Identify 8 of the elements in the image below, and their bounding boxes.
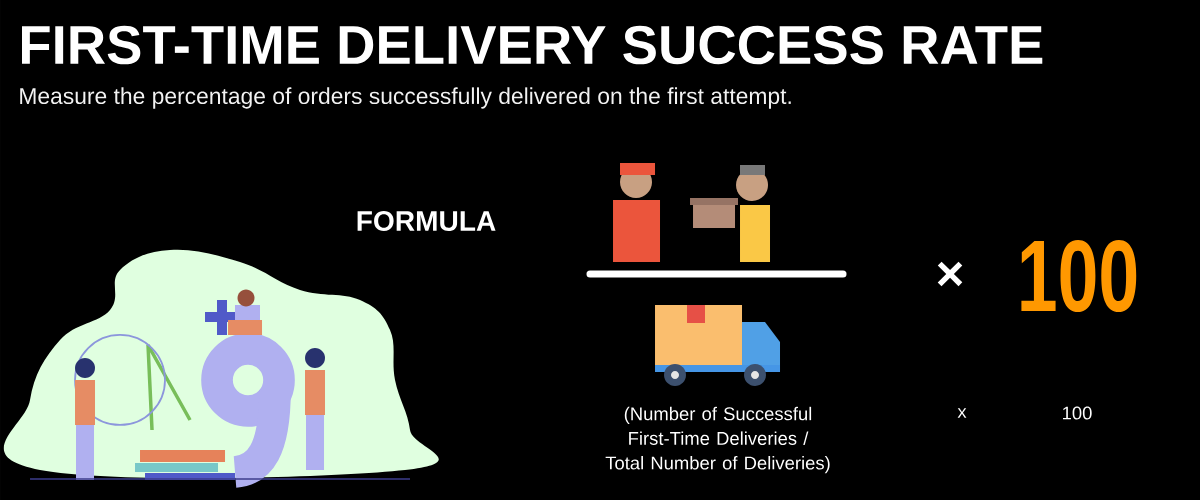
multiplier-value: 100 (1021, 239, 1137, 313)
multiplier-value: 100 (1063, 406, 1092, 420)
formula-text: (Number of Successful First-Time Deliveries / Total Number of Deliveries) (605, 406, 830, 474)
multiply-sign: x (957, 408, 967, 418)
multiply-sign: × (937, 261, 963, 287)
subtitle: Measure the percentage of orders successfully delivered on the first attempt. (20, 87, 791, 109)
title: FIRST-TIME DELIVERY SUCCESS RATE (22, 25, 1043, 65)
heading: FORMULA (357, 211, 496, 231)
